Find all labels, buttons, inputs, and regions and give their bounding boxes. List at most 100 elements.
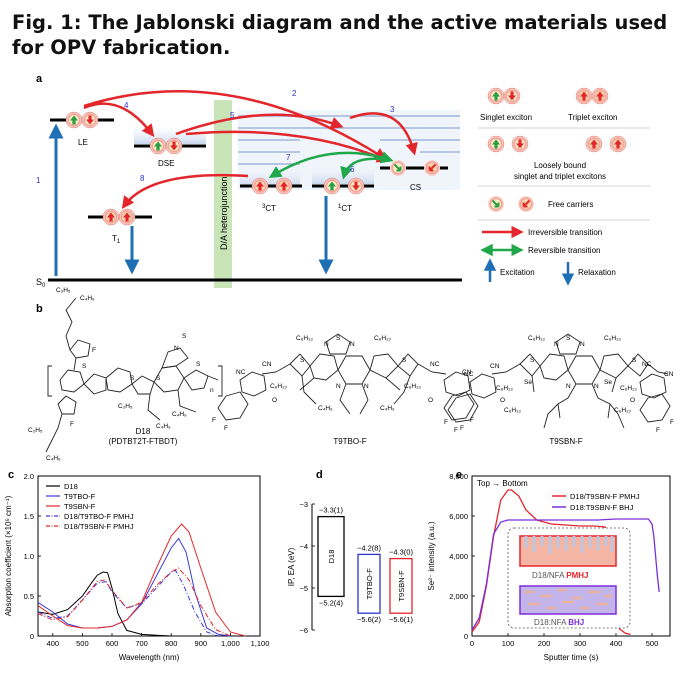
x-tick-label: 500 xyxy=(76,639,89,648)
legend-triplet-icon xyxy=(575,87,609,105)
panel-e-ylabel: Se²⁻ intensity (a.u.) xyxy=(427,521,436,590)
energy-bar xyxy=(317,515,345,598)
ip-value-label: −5.6(2) xyxy=(357,615,381,624)
t9tbo-o-2: O xyxy=(428,397,433,404)
panel-c-series xyxy=(37,523,246,637)
y-tick-label: 2.0 xyxy=(24,472,34,481)
t9sbn-o-1: O xyxy=(500,397,505,404)
legend-loose-singlet-icon xyxy=(487,135,529,153)
t1-exciton xyxy=(102,208,136,226)
panel-c-ylabel: Absorption coefficient (×10⁵ cm⁻¹) xyxy=(4,495,13,616)
d18-f-2: F xyxy=(70,421,74,428)
legend-relaxation-label: Relaxation xyxy=(578,268,616,277)
legend-loose-triplet-icon xyxy=(585,135,627,153)
y-tick-label: 0 xyxy=(30,632,34,641)
d18-s-3: S xyxy=(182,333,187,340)
y-tick-label: −4 xyxy=(299,542,308,551)
bar-name: D18 xyxy=(327,550,336,564)
legend-loose-label-1: Loosely bound xyxy=(534,161,586,170)
t9tbo-n-2: N xyxy=(350,341,355,348)
panel-d-ticks: −3−4−5−6 xyxy=(299,500,315,635)
t9tbo-f-2: F xyxy=(224,425,228,432)
series-line xyxy=(37,569,219,637)
t9sbn-f-2: F xyxy=(454,427,458,434)
y-tick-label: 6,000 xyxy=(449,512,468,521)
x-tick-label: 900 xyxy=(195,639,208,648)
x-tick-label: 1,000 xyxy=(221,639,240,648)
t9sbn-chain-6: C₆H₁₃ xyxy=(614,407,631,414)
t9sbn-chain-3: C₆H₁₃ xyxy=(496,385,513,392)
legend-label: D18/T9SBN-F PMHJ xyxy=(570,492,640,501)
y-tick-label: 1.5 xyxy=(24,512,34,521)
energy-bar xyxy=(357,553,381,614)
legend-singlet-icon xyxy=(487,87,521,105)
legend-label: D18/T9TBO-F PMHJ xyxy=(64,512,134,521)
reversible-transitions xyxy=(268,151,394,180)
panel-a-label: a xyxy=(36,73,43,85)
d18-n-subscript: n xyxy=(210,387,214,394)
inset-pmhj-image xyxy=(519,535,617,567)
y-tick-label: −6 xyxy=(299,626,308,635)
t9tbo-n-3: N xyxy=(336,383,341,390)
arrow-number-5: 5 xyxy=(230,111,235,120)
energy-bar xyxy=(389,557,413,614)
d18-chain-label-7: C₄H₉ xyxy=(172,411,187,418)
t9tbo-s-2: S xyxy=(402,357,407,364)
t9sbn-cn-1: CN xyxy=(490,363,500,370)
y-tick-label: 4,000 xyxy=(449,552,468,561)
series-line xyxy=(471,518,660,631)
arrow-number-8: 8 xyxy=(140,174,145,183)
panel-e-xlabel: Sputter time (s) xyxy=(544,653,599,662)
x-tick-label: 500 xyxy=(646,639,659,648)
panel-d-label: d xyxy=(316,469,323,481)
d18-n-1: N xyxy=(174,345,179,352)
ip-value-label: −5.2(4) xyxy=(319,598,343,607)
ea-value-label: −3.3(1) xyxy=(319,506,343,515)
arrow-number-7: 7 xyxy=(286,153,291,162)
d18-chain-label-2: C₂H₅ xyxy=(56,287,71,294)
panel-b: b C₄H₉ C₂H₅ F S S N S S xyxy=(28,287,674,462)
t9sbn-o-2: O xyxy=(630,397,635,404)
d18-chain-label-5: C₂H₅ xyxy=(118,403,133,410)
t9sbn-n-2: N xyxy=(580,341,585,348)
arrow-number-2: 2 xyxy=(292,89,297,98)
y-tick-label: 2,000 xyxy=(449,592,468,601)
figure-caption: Fig. 1: The Jablonski diagram and the ac… xyxy=(12,11,668,59)
d18-chain-label-1: C₄H₉ xyxy=(80,295,95,302)
t9sbn-s-top: S xyxy=(566,335,571,342)
d18-f-1: F xyxy=(92,347,96,354)
t9sbn-s-1: S xyxy=(530,357,535,364)
ct1-band xyxy=(312,168,374,184)
bar-name: T9SBN-F xyxy=(397,570,406,602)
d18-subname: (PDTBT2T-FTBDT) xyxy=(109,437,178,446)
panel-a: a D/A heterojunction S0 LE xyxy=(36,73,650,289)
ip-value-label: −5.6(1) xyxy=(389,615,413,624)
t9sbn-nc-1: NC xyxy=(464,371,474,378)
x-tick-label: 400 xyxy=(47,639,60,648)
le-exciton xyxy=(65,111,99,129)
panel-c-label: c xyxy=(8,469,14,481)
x-tick-label: 0 xyxy=(470,639,474,648)
da-interface xyxy=(214,100,232,288)
d18-s-1: S xyxy=(82,363,87,370)
legend-triplet-label: Triplet exciton xyxy=(568,113,618,122)
d18-chain-label-4: C₄H₉ xyxy=(46,455,61,462)
t9tbo-f-name: T9TBO-F xyxy=(333,437,366,446)
t9sbn-nc-2: NC xyxy=(642,361,652,368)
legend-singlet-label: Singlet exciton xyxy=(480,113,532,122)
da-interface-label: D/A heterojunction xyxy=(219,176,229,250)
s0-label: S0 xyxy=(36,277,46,289)
t9tbo-n-1: N xyxy=(324,341,329,348)
inset-pmhj-label: D18/NFA PMHJ xyxy=(532,571,588,580)
x-tick-label: 400 xyxy=(610,639,623,648)
d18-structure: C₄H₉ C₂H₅ F S S N S S S n F C₂H₅ C₄H₉ C₂… xyxy=(28,287,223,462)
t9tbo-chain-1: C₆H₁₃ xyxy=(296,335,313,342)
legend-label: T9TBO-F xyxy=(64,492,96,501)
d18-name: D18 xyxy=(136,427,151,436)
